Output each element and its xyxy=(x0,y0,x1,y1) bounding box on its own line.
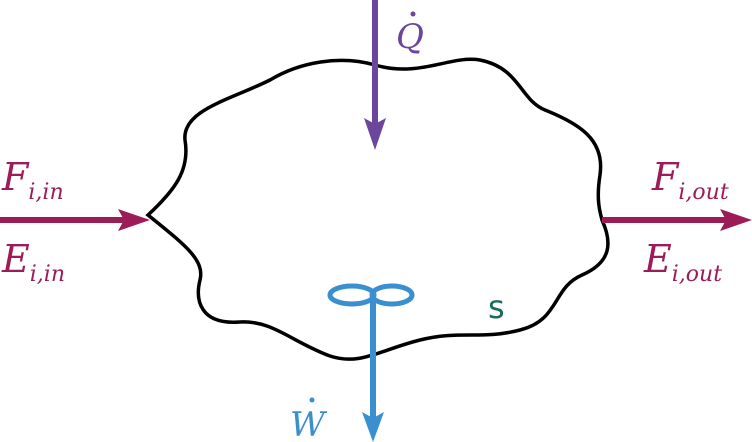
work-label: W xyxy=(290,405,328,442)
work-arrow xyxy=(327,283,415,442)
system-boundary xyxy=(145,57,610,361)
heat-dot xyxy=(410,11,416,17)
flow-out-label: Fi,out xyxy=(651,155,729,205)
fan-icon xyxy=(327,283,377,307)
energy-out-label: Ei,out xyxy=(643,237,722,287)
energy-in-label: Ei,in xyxy=(1,237,65,287)
flow-in-label: Fi,in xyxy=(1,155,64,205)
inlet-arrow xyxy=(0,209,150,231)
system-label: s xyxy=(488,288,505,326)
heat-arrow xyxy=(364,0,386,150)
work-dot xyxy=(309,397,315,403)
outlet-arrow xyxy=(602,209,752,231)
heat-label: Q xyxy=(396,17,424,57)
